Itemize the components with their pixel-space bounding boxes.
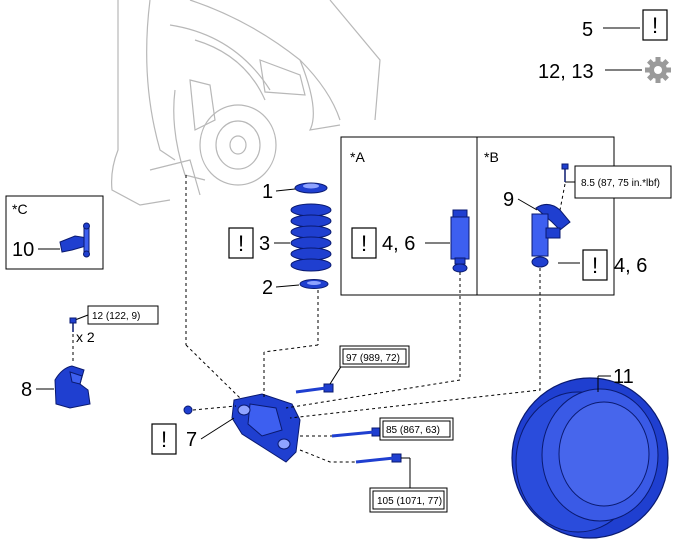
callout-8: 8 (21, 379, 32, 401)
torque-12: 12 (122, 9) (92, 311, 140, 322)
nut-dash (192, 405, 237, 411)
gear-icon (645, 57, 671, 83)
box-a-tag: *A (350, 149, 365, 165)
notice-box-spring (228, 227, 254, 259)
torque-box-105-inner (372, 490, 445, 510)
bolt-105 (355, 453, 402, 464)
torque-box-85-inner (382, 420, 451, 438)
vehicle-wheel-well-illustration (111, 0, 381, 206)
dash-shock-a (285, 272, 461, 409)
torque-box-97 (339, 345, 410, 368)
notice-box-top (642, 9, 668, 41)
callout-11: 11 (613, 366, 634, 388)
torque-97: 97 (989, 72) (346, 353, 400, 364)
torque-box-85 (379, 417, 454, 441)
bolt-85 (331, 427, 382, 438)
lower-arm-bracket (231, 393, 301, 463)
dash-shock-b (289, 268, 541, 419)
torque-105: 105 (1071, 77) (377, 496, 442, 507)
callout-9: 9 (503, 189, 514, 211)
callout-1-leader (275, 188, 296, 192)
notice-icon-a: ! (361, 231, 367, 256)
height-sensor-link (59, 222, 90, 258)
callout-9-leader (517, 198, 538, 211)
notice-box-b (582, 249, 608, 281)
callout-10: 10 (12, 239, 34, 261)
torque-b: 8.5 (87, 75 in.*lbf) (581, 178, 660, 189)
spare-tire (511, 377, 669, 539)
shock-absorber-b (531, 204, 571, 268)
bracket-part-8 (54, 365, 91, 409)
callout-3: 3 (259, 233, 270, 255)
shock-absorber-a (450, 209, 470, 273)
callout-7-leader (200, 417, 235, 440)
notice-icon-bracket: ! (161, 427, 167, 452)
coil-spring (290, 203, 332, 272)
notice-box-a (351, 227, 377, 259)
notice-icon-b: ! (592, 253, 598, 278)
bolt-part-8 (69, 317, 77, 332)
callout-2-leader (275, 284, 300, 288)
box-c-tag: *C (12, 201, 28, 217)
torque-box-105 (369, 487, 448, 513)
box-b-callout: 4, 6 (614, 255, 647, 277)
callout-1: 1 (262, 181, 273, 203)
torque-box-97-inner (342, 348, 407, 365)
callout-5: 5 (582, 19, 593, 41)
callout-7: 7 (186, 429, 197, 451)
callout-12-13: 12, 13 (538, 61, 594, 83)
bolt-97 (295, 383, 334, 394)
nut (183, 405, 193, 415)
bolt-105-dash (299, 449, 356, 463)
torque-box-b (574, 165, 672, 199)
torque-85: 85 (867, 63) (386, 425, 440, 436)
bolt-box-b (561, 163, 569, 182)
torque-97-leader (329, 364, 343, 385)
box-b-tag: *B (484, 149, 499, 165)
notice-box-bracket (151, 423, 177, 455)
variant-box-c (5, 195, 104, 270)
notice-icon: ! (652, 13, 658, 38)
dash-spring-to-bracket-2 (263, 344, 319, 353)
upper-insulator-hole (303, 183, 319, 189)
callout-2: 2 (262, 277, 273, 299)
quantity-x2: x 2 (76, 329, 95, 345)
notice-icon-spring: ! (238, 231, 244, 256)
box-a-callout: 4, 6 (382, 233, 415, 255)
bolt-b-dash (559, 183, 566, 211)
dash-body-to-bracket-2 (185, 344, 241, 399)
torque-12-leader (74, 314, 89, 321)
lower-insulator-hole (307, 281, 321, 285)
